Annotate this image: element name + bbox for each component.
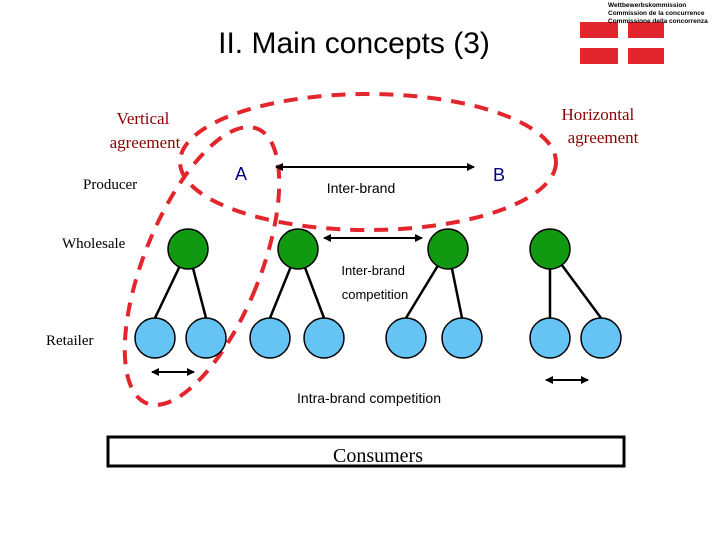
retailer-node [249,317,291,359]
producer-b-label: B [493,165,505,185]
vertical-agreement-label: Vertical agreement [110,109,181,152]
logo-line-3: Commissione della concorrenza [608,18,708,25]
retailer-node [441,317,483,359]
consumers-box [106,435,626,468]
logo-line-1: Wettbewerbskommission [608,2,686,9]
logo-line-2: Commission de la concurrence [608,10,705,17]
producer-a-label: A [235,164,247,184]
retailer-level-label: Retailer [46,333,93,349]
horizontal-agreement-label: Horizontal agreement [562,105,639,147]
retailer-node [303,317,345,359]
wholesale-node [427,228,469,270]
consumers-label: Consumers [333,445,423,467]
slide-title: II. Main concepts (3) [218,27,490,60]
producer-level-label: Producer [83,177,137,193]
wholesale-nodes [167,228,571,270]
wholesale-level-label: Wholesale [62,236,126,252]
retailer-nodes [134,317,622,359]
logo-white-cross-vertical [618,22,628,64]
retailer-node [134,317,176,359]
wholesale-node [167,228,209,270]
vertical-agreement-outline [122,125,282,407]
retailer-node [529,317,571,359]
retailer-node [385,317,427,359]
inter-brand-producer-label: Inter-brand [327,180,395,196]
inter-brand-competition-label: Inter-brand competition [341,263,408,302]
wholesale-node [277,228,319,270]
competition-commission-logo: Wettbewerbskommission Commission de la c… [580,2,708,64]
horizontal-agreement-outline [178,92,558,232]
retailer-node [185,317,227,359]
wholesale-node [529,228,571,270]
intra-brand-competition-label: Intra-brand competition [297,390,441,406]
retailer-node [580,317,622,359]
